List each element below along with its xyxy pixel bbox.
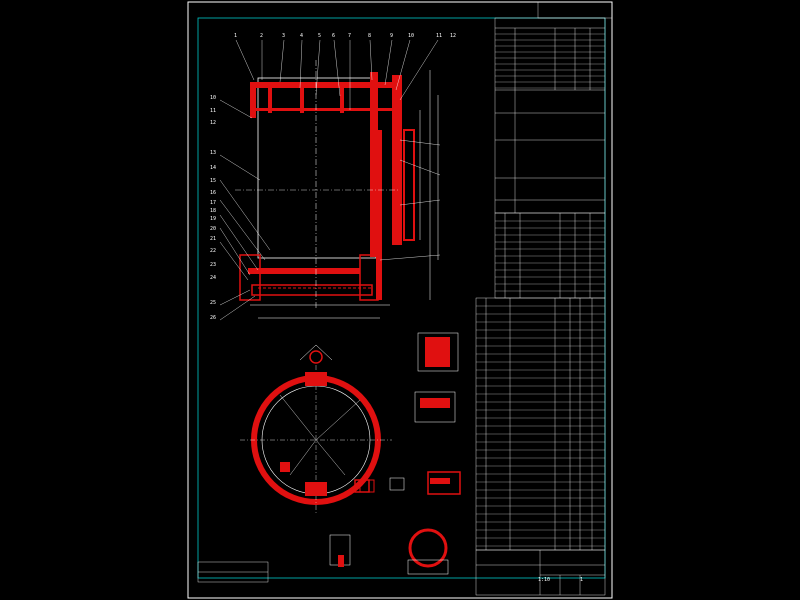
callout-top-9: 9 — [390, 33, 394, 39]
callout-left-21: 21 — [210, 236, 217, 242]
callout-left-25: 25 — [210, 300, 217, 306]
vessel-elevation-view — [219, 39, 441, 321]
callout-left-14: 14 — [210, 165, 217, 171]
nozzle-table — [494, 212, 606, 299]
callout-left-16: 16 — [210, 190, 217, 196]
callout-top-12: 12 — [450, 33, 457, 39]
title-block-scale: 1:10 — [538, 577, 551, 583]
callout-left-12: 12 — [210, 120, 217, 126]
callout-top-2: 2 — [260, 33, 264, 39]
technical-requirements-table — [494, 17, 606, 214]
callout-top-6: 6 — [332, 33, 336, 39]
callout-left-18: 18 — [210, 208, 217, 214]
callout-left-24: 24 — [210, 275, 217, 281]
callout-top-3: 3 — [282, 33, 286, 39]
title-block-sheet: 1 — [580, 577, 584, 583]
callout-left-20: 20 — [210, 226, 217, 232]
callout-top-5: 5 — [318, 33, 322, 39]
detail-views — [329, 332, 461, 575]
callout-top-8: 8 — [368, 33, 372, 39]
callout-top-7: 7 — [348, 33, 352, 39]
table-rows — [476, 33, 605, 547]
vessel-plan-view — [240, 344, 392, 515]
callout-top-10: 10 — [408, 33, 415, 39]
callout-left-11: 11 — [210, 108, 217, 114]
callout-left-10: 10 — [210, 95, 217, 101]
parts-list-table — [475, 297, 606, 551]
callout-left-15: 15 — [210, 178, 217, 184]
title-block — [197, 1, 613, 596]
callout-top-1: 1 — [234, 33, 238, 39]
callout-top-4: 4 — [300, 33, 304, 39]
callout-top-11: 11 — [436, 33, 443, 39]
callout-left-13: 13 — [210, 150, 217, 156]
callout-left-17: 17 — [210, 200, 217, 206]
callout-left-23: 23 — [210, 262, 217, 268]
callout-left-26: 26 — [210, 315, 217, 321]
callout-left-22: 22 — [210, 248, 217, 254]
callout-left-19: 19 — [210, 216, 217, 222]
sheet-outer-frame — [187, 1, 613, 599]
